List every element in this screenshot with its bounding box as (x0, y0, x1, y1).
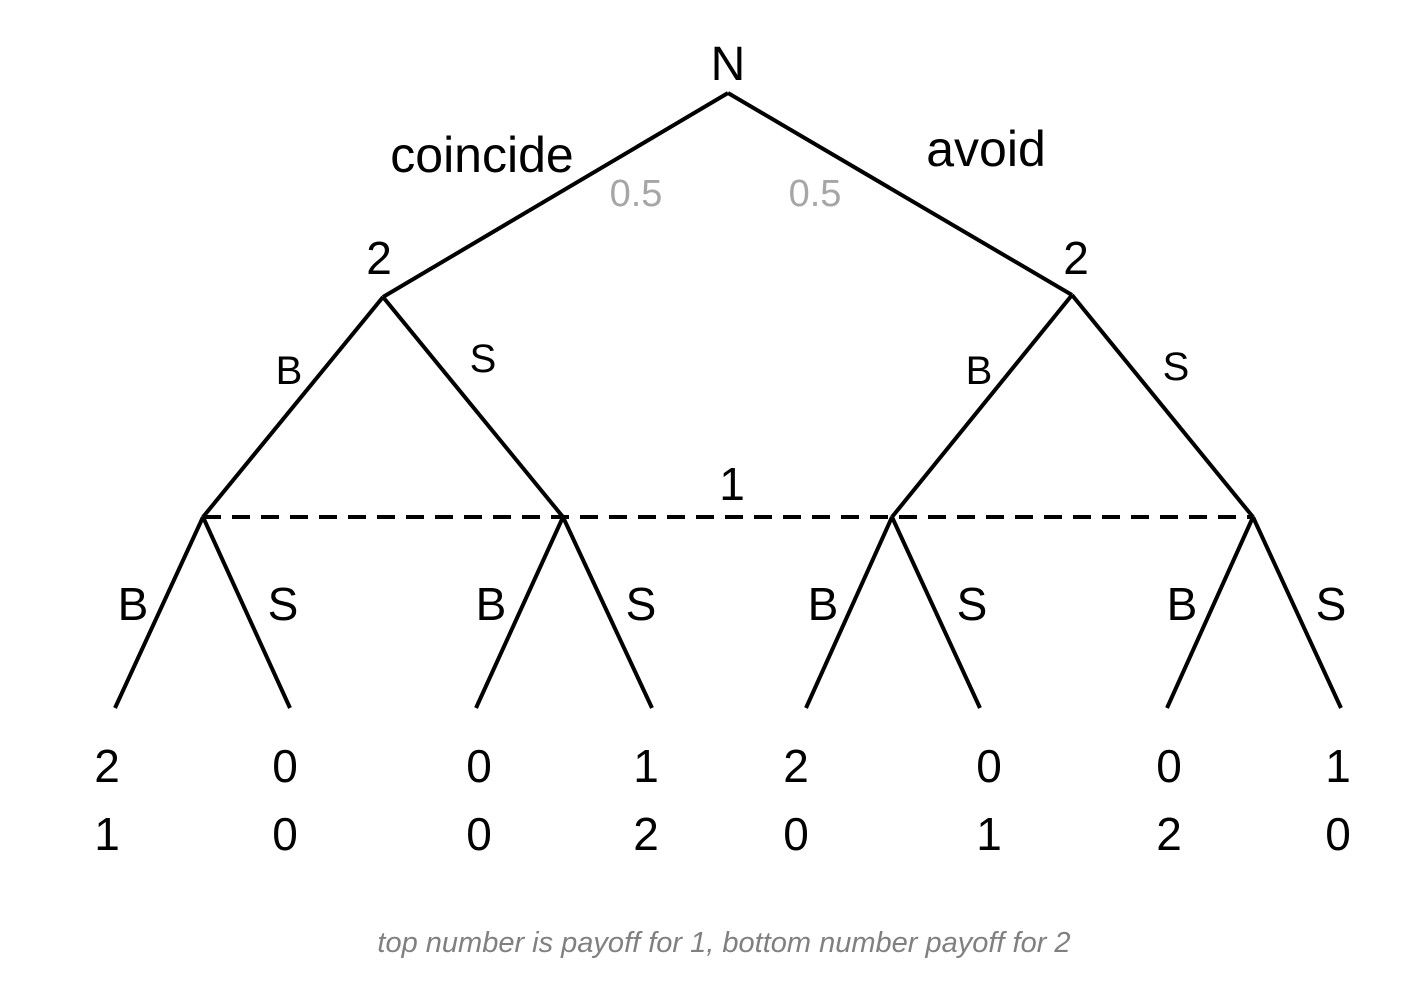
p1-node2-move-S: S (626, 578, 657, 630)
p1-node2-move-B: B (476, 578, 507, 630)
edge-p2-right-B (890, 293, 1074, 519)
move-label-avoid: avoid (926, 121, 1046, 177)
edge-p1-node4-S (1251, 516, 1343, 709)
payoff-bottom: 2 (1156, 808, 1182, 860)
payoff-top: 2 (94, 740, 120, 792)
edge-p1-node2-S (561, 516, 654, 709)
move-label-coincide: coincide (390, 127, 573, 183)
p2-right-move-B: B (966, 349, 993, 393)
edge-p1-node4-B (1165, 516, 1255, 709)
payoff-bottom: 1 (976, 808, 1002, 860)
player2-node-left-label: 2 (366, 232, 392, 284)
payoff-bottom: 0 (1325, 808, 1351, 860)
edge-p1-node1-B (113, 516, 205, 709)
root-label: N (711, 38, 746, 91)
payoff-top: 2 (783, 740, 809, 792)
p1-node4-move-B: B (1167, 578, 1198, 630)
edge-p2-right-S (1070, 293, 1255, 519)
edge-p1-node1-S (201, 516, 292, 709)
information-set-label: 1 (719, 458, 745, 510)
edge-p1-node3-S (890, 516, 982, 709)
edge-coincide (381, 91, 730, 299)
p1-node4-move-S: S (1316, 578, 1347, 630)
payoff-bottom: 0 (272, 808, 298, 860)
p1-node1-move-S: S (268, 578, 299, 630)
p1-node3-move-S: S (957, 578, 988, 630)
edge-p1-node3-B (804, 516, 894, 709)
probability-coincide: 0.5 (610, 173, 663, 215)
payoff-top: 1 (633, 740, 659, 792)
probability-avoid: 0.5 (789, 173, 842, 215)
payoff-top: 0 (466, 740, 492, 792)
caption: top number is payoff for 1, bottom numbe… (377, 927, 1070, 959)
payoff-top: 0 (1156, 740, 1182, 792)
p2-left-move-S: S (470, 337, 497, 381)
payoff-top: 1 (1325, 740, 1351, 792)
p2-right-move-S: S (1163, 345, 1190, 389)
payoff-bottom: 0 (783, 808, 809, 860)
payoff-bottom: 1 (94, 808, 120, 860)
p1-node3-move-B: B (808, 578, 839, 630)
edge-p2-left-B (201, 295, 385, 519)
p1-node1-move-B: B (118, 578, 149, 630)
player2-node-right-label: 2 (1063, 232, 1089, 284)
payoff-bottom: 0 (466, 808, 492, 860)
payoff-top: 0 (976, 740, 1002, 792)
edge-avoid (726, 91, 1074, 297)
edge-p2-left-S (381, 295, 565, 519)
edge-p1-node2-B (474, 516, 565, 709)
payoff-top: 0 (272, 740, 298, 792)
p2-left-move-B: B (276, 349, 303, 393)
payoff-bottom: 2 (633, 808, 659, 860)
